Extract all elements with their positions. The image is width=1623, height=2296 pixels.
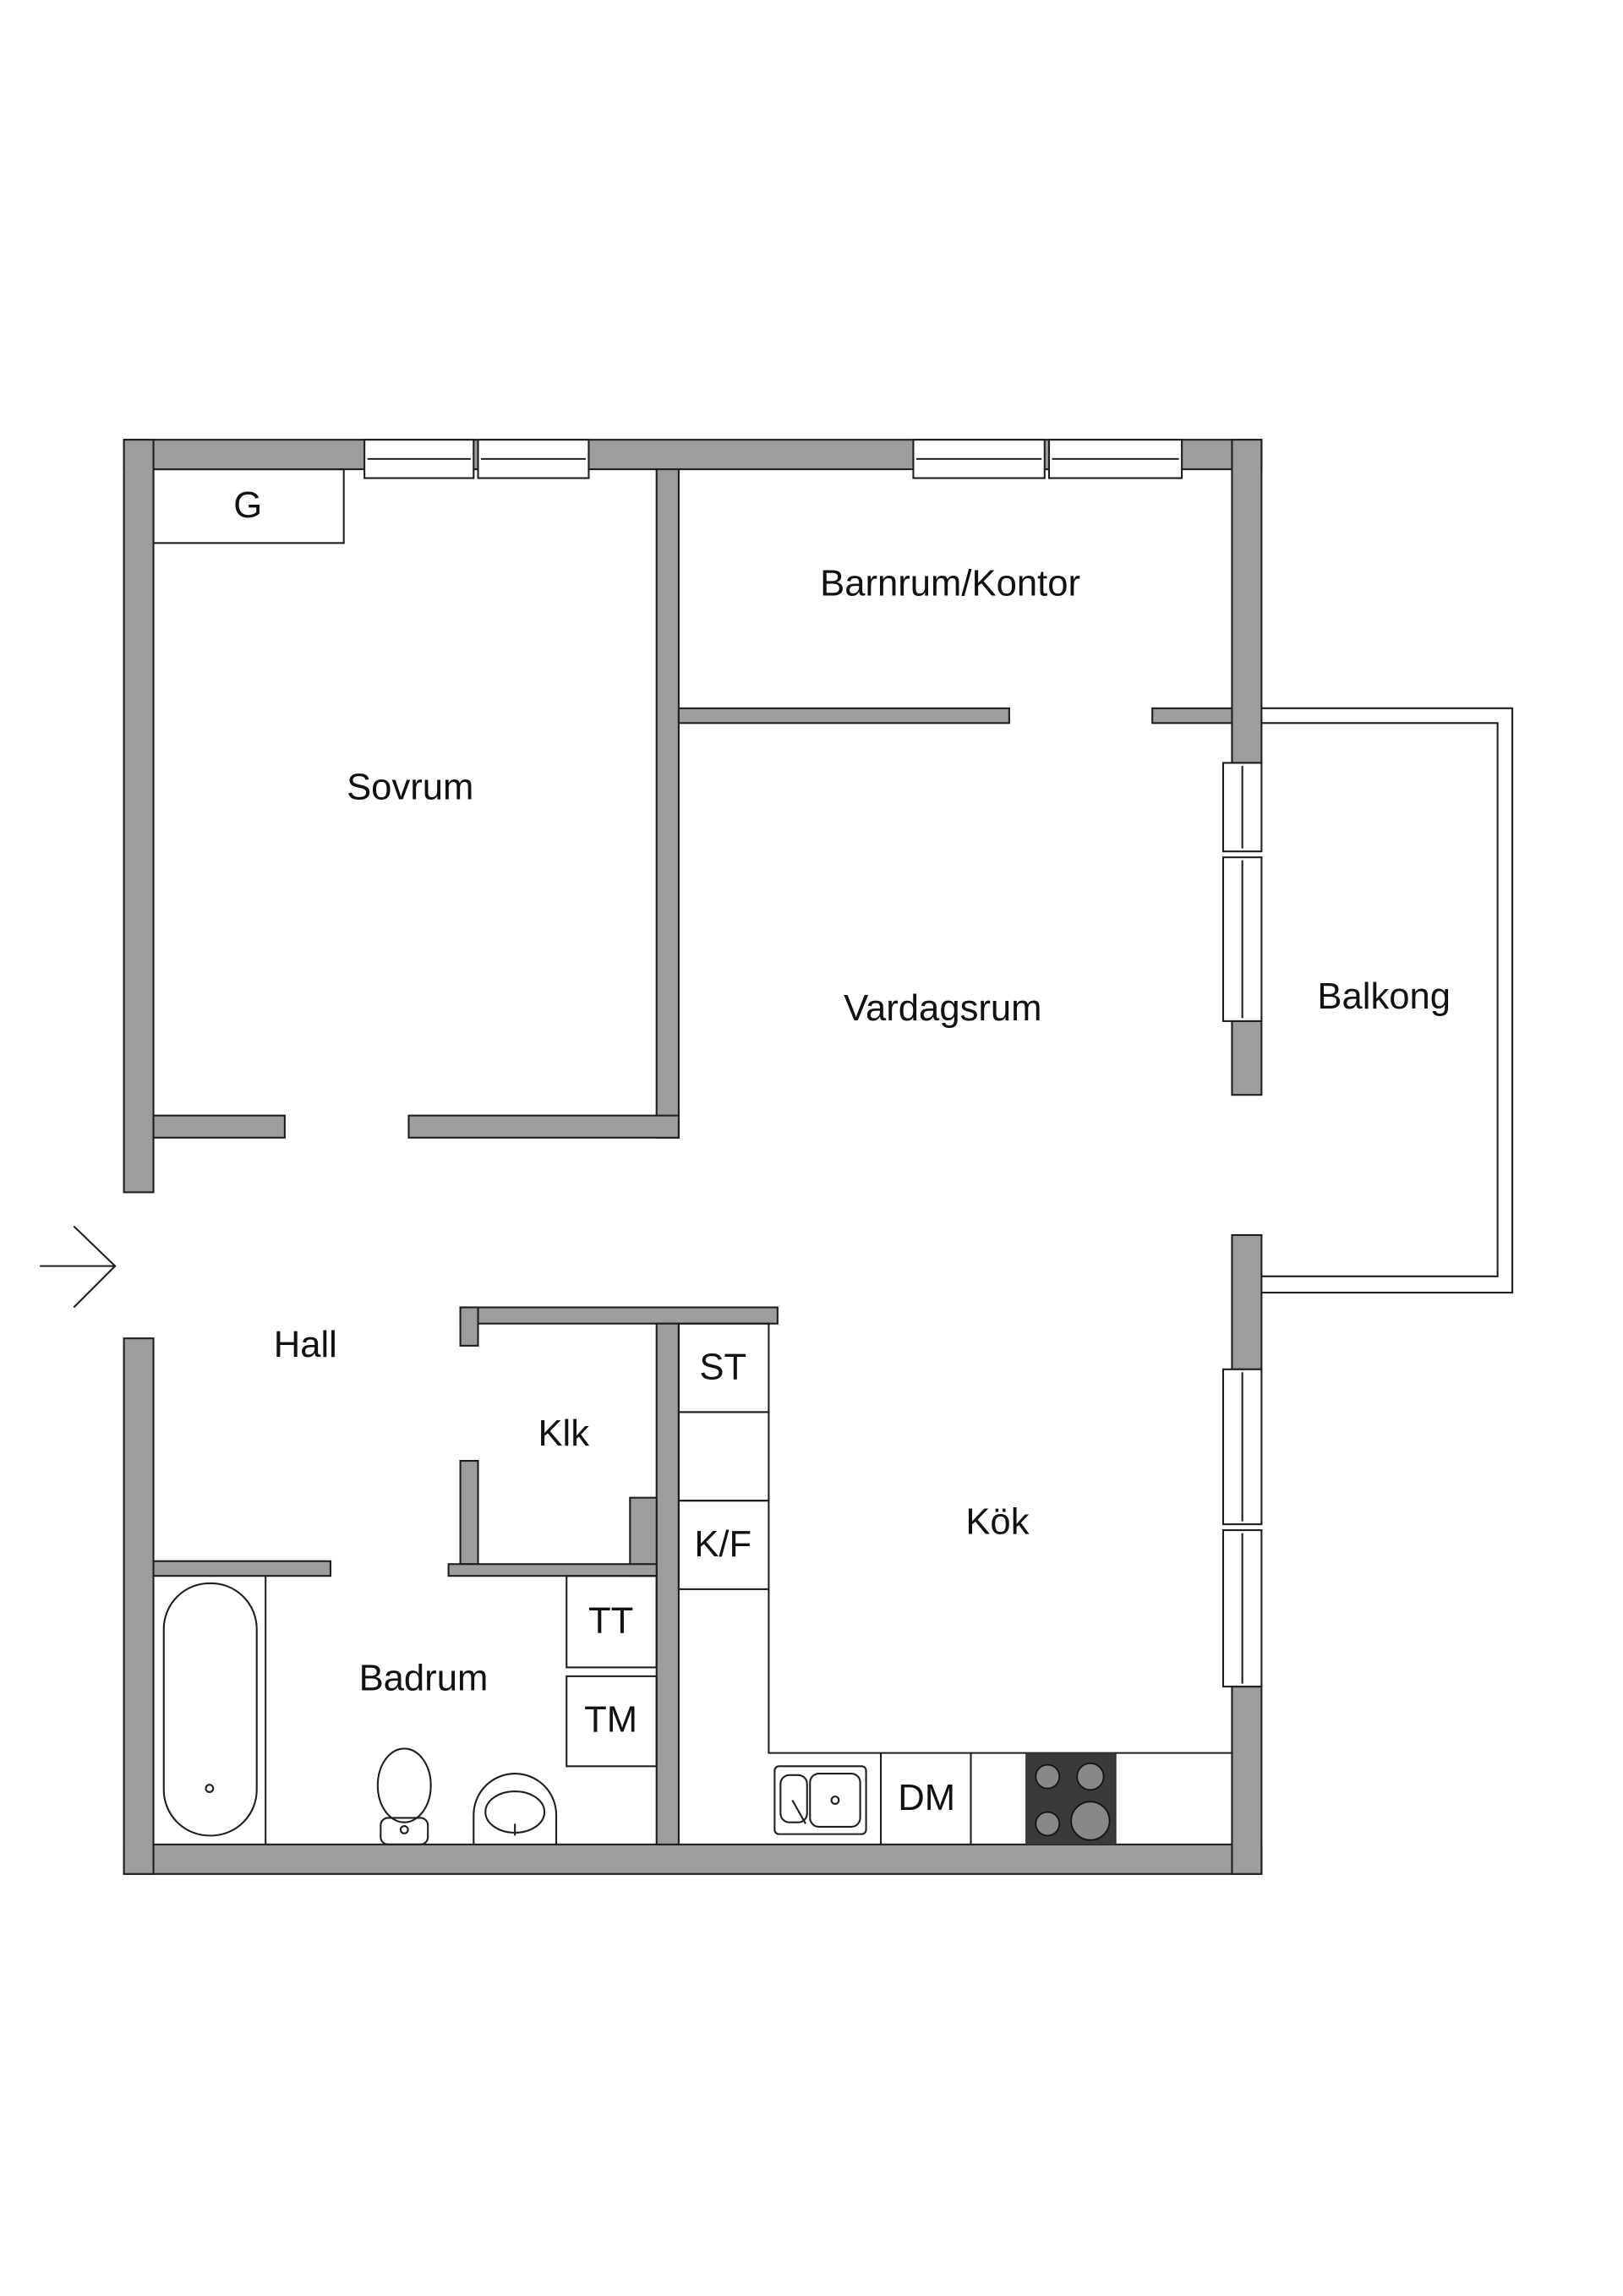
wardrobe-box xyxy=(152,468,345,544)
balcony xyxy=(1261,707,1514,1294)
stove-icon xyxy=(1025,1752,1116,1845)
fixture-label-dm: DM xyxy=(898,1778,955,1818)
kitchen-sink-icon xyxy=(773,1765,867,1835)
fixture-label-tm: TM xyxy=(584,1700,637,1741)
room-label-g: G xyxy=(233,485,262,526)
fixture-label-tt: TT xyxy=(588,1601,633,1642)
room-label-badrum: Badrum xyxy=(359,1659,489,1699)
kitchen-counters xyxy=(677,1322,1232,1845)
room-label-klk: Klk xyxy=(538,1413,589,1454)
tm-box xyxy=(566,1675,658,1768)
room-label-hall: Hall xyxy=(274,1325,337,1365)
toilet-icon xyxy=(376,1747,432,1845)
entrance-arrow-icon xyxy=(40,1225,117,1309)
room-label-barnrum: Barnrum/Kontor xyxy=(820,564,1080,604)
bathtub-icon xyxy=(162,1576,267,1845)
sink-icon xyxy=(473,1773,558,1845)
fixture-label-st: ST xyxy=(699,1347,746,1387)
windows xyxy=(363,439,1263,1688)
room-label-vardagsrum: Vardagsrum xyxy=(844,988,1041,1029)
room-label-sovrum: Sovrum xyxy=(347,767,473,807)
room-label-balkong: Balkong xyxy=(1317,976,1451,1017)
walls xyxy=(123,439,1263,1875)
fixture-label-kf: K/F xyxy=(694,1524,751,1565)
room-label-kok: Kök xyxy=(965,1502,1029,1543)
tt-box xyxy=(566,1575,658,1669)
